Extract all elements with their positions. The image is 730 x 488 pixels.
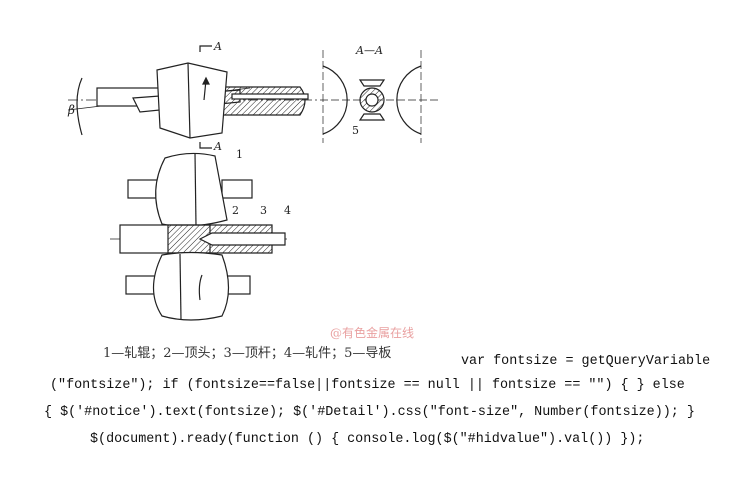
top-view: A A β (67, 40, 320, 153)
label-5: 5 (352, 124, 359, 137)
label-2: 2 (232, 204, 239, 217)
section-mark-bottom: A (213, 140, 222, 153)
section-a-a: A—A 5 (320, 44, 440, 143)
leaked-script-line-2: ("fontsize"); if (fontsize==false||fonts… (50, 378, 685, 393)
section-title: A—A (355, 44, 383, 57)
leaked-script-line-3: { $('#notice').text(fontsize); $('#Detai… (44, 405, 695, 420)
label-1: 1 (236, 148, 243, 161)
section-mark-top: A (213, 40, 222, 53)
piercing-mill-diagram: A A β A—A 5 1 2 3 4 (67, 40, 440, 321)
label-3: 3 (260, 204, 267, 217)
leaked-script-line-4: $(document).ready(function () { console.… (90, 432, 645, 447)
watermark: @有色金属在线 (330, 326, 415, 340)
label-4: 4 (284, 204, 291, 217)
figure-caption: 1—轧辊；2—顶头；3—顶杆；4—轧件；5—导板 (103, 346, 392, 361)
leaked-script-line-1: var fontsize = getQueryVariable (461, 354, 711, 369)
beta-label: β (67, 103, 75, 117)
side-view: 1 2 3 4 (110, 148, 291, 321)
